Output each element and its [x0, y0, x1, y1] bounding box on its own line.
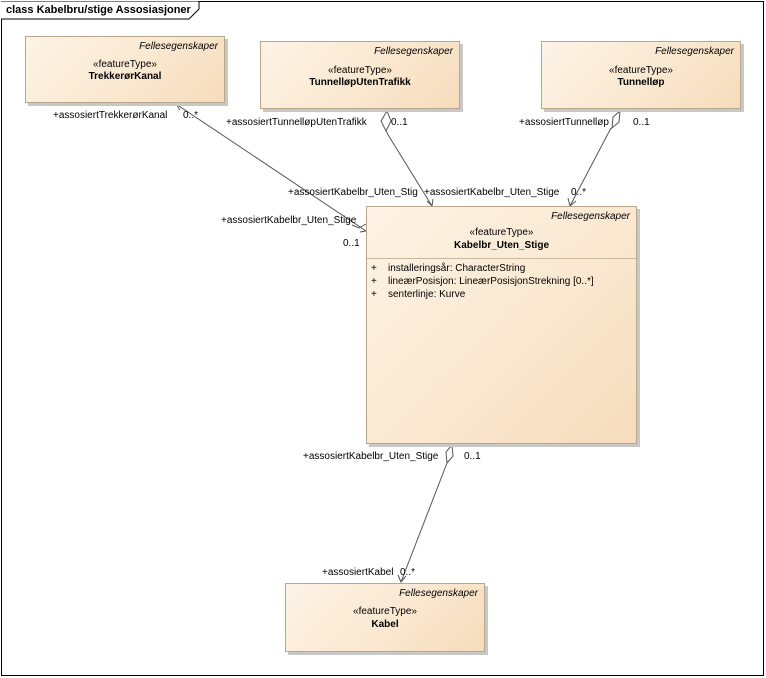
role-label: +assosiertKabel [322, 567, 394, 578]
role-label: +assosiertKabelbr_Uten_Stig [288, 187, 418, 198]
stereotype-label: «featureType» [609, 65, 673, 76]
class-name: Tunnelløp [617, 77, 665, 88]
class-name: Kabel [371, 619, 399, 630]
package-label: Fellesegenskaper [551, 211, 630, 222]
stereotype-label: «featureType» [353, 606, 417, 617]
diagram-title-tab [1, 1, 200, 20]
stereotype-label: «featureType» [469, 227, 534, 238]
navigability-arrow-icon [397, 574, 407, 583]
multiplicity-label: 0..* [400, 567, 416, 578]
class-name: Kabelbr_Uten_Stige [453, 240, 550, 251]
class-name: TunnelløpUtenTrafikk [309, 77, 411, 88]
multiplicity-label: 0..1 [343, 238, 360, 249]
class-name: TrekkerørKanal [88, 71, 162, 82]
association-kabelbr-kabel[interactable] [397, 443, 454, 583]
class-trekkerorkanal[interactable]: Fellesegenskaper «featureType» Trekkerør… [25, 36, 225, 103]
multiplicity-label: 0..1 [633, 117, 650, 128]
role-label: +assosiertKabelbr_Uten_Stige [303, 451, 439, 462]
role-label: +assosiertTunnelløp [519, 117, 609, 128]
aggregation-diamond-icon [351, 223, 367, 229]
attribute-senterlinje[interactable]: +senterlinje: Kurve [371, 289, 466, 300]
class-tunnellop[interactable]: Fellesegenskaper «featureType» Tunnelløp [541, 41, 741, 109]
package-label: Fellesegenskaper [139, 41, 218, 52]
multiplicity-label: 0..1 [464, 451, 481, 462]
class-kabel[interactable]: Fellesegenskaper «featureType» Kabel [285, 583, 485, 652]
role-label: +assosiertKabelbr_Uten_Stige [424, 187, 560, 198]
package-label: Fellesegenskaper [399, 588, 478, 599]
aggregation-diamond-icon [611, 109, 621, 130]
class-tunnellop-uten-trafikk[interactable]: Fellesegenskaper «featureType» Tunnelløp… [260, 41, 460, 109]
stereotype-label: «featureType» [328, 65, 392, 76]
attribute-installeringsar[interactable]: +installeringsår: CharacterString [371, 263, 526, 274]
package-label: Fellesegenskaper [374, 46, 453, 57]
aggregation-diamond-icon [445, 443, 454, 465]
diagram-title: class Kabelbru/stige Assosiasjoner [6, 4, 191, 16]
association-tunnellop-uten-trafikk[interactable] [380, 109, 434, 208]
package-label: Fellesegenskaper [655, 46, 734, 57]
stereotype-label: «featureType» [93, 59, 157, 70]
role-label: +assosiertKabelbr_Uten_Stige [221, 215, 357, 226]
multiplicity-label: 0..1 [391, 117, 408, 128]
aggregation-diamond-icon [380, 109, 392, 133]
role-label: +assosiertTrekkerørKanal [53, 110, 168, 121]
role-label: +assosiertTunnelløpUtenTrafikk [226, 117, 367, 128]
multiplicity-label: 0..* [183, 110, 199, 121]
multiplicity-label: 0..* [571, 187, 587, 198]
association-trekkeror[interactable] [175, 103, 367, 233]
class-kabelbr-uten-stige[interactable]: Fellesegenskaper «featureType» Kabelbr_U… [366, 206, 637, 444]
compartment-divider [367, 258, 636, 259]
attribute-linearposisjon[interactable]: +lineærPosisjon: LineærPosisjonStrekning… [371, 276, 594, 287]
